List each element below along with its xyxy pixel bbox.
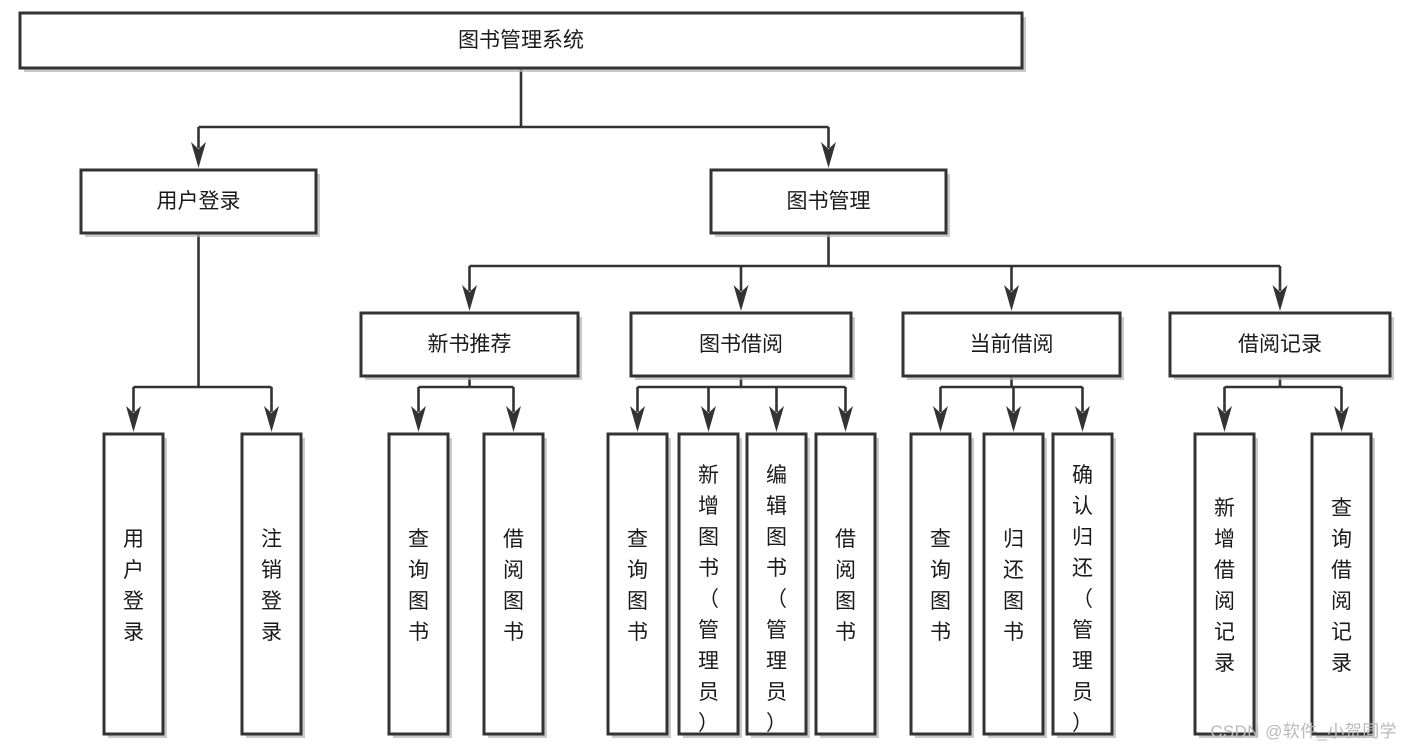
node-leaf-borrow-book-2[interactable]: 借阅图书 bbox=[814, 432, 879, 738]
node-label: 当前借阅 bbox=[970, 333, 1054, 356]
node-rect[interactable] bbox=[482, 432, 545, 736]
node-leaf-edit-book[interactable]: 编辑图书（管理员） bbox=[745, 432, 810, 738]
node-rect[interactable] bbox=[745, 432, 808, 736]
node-label: 注销登录 bbox=[261, 528, 282, 644]
node-leaf-return-book[interactable]: 归还图书 bbox=[982, 432, 1047, 738]
node-leaf-add-book[interactable]: 新增图书（管理员） bbox=[677, 432, 742, 738]
node-label: 查询图书 bbox=[627, 528, 648, 644]
node-rect[interactable] bbox=[909, 432, 972, 736]
node-label: 编辑图书（管理员） bbox=[766, 464, 787, 735]
node-rect[interactable] bbox=[709, 168, 948, 235]
connector-book-manage bbox=[462, 233, 1288, 311]
node-label: 查询图书 bbox=[408, 528, 429, 644]
node-user-login[interactable]: 用户登录 bbox=[79, 168, 320, 237]
arrow-head-icon bbox=[264, 406, 279, 432]
node-label: 新书推荐 bbox=[428, 333, 512, 356]
connector-book-borrow bbox=[630, 376, 853, 432]
node-label: 查询图书 bbox=[930, 528, 951, 644]
connector-user-login bbox=[126, 233, 279, 432]
node-new-book-rec[interactable]: 新书推荐 bbox=[359, 311, 582, 380]
node-rect[interactable] bbox=[677, 432, 740, 736]
arrow-head-icon bbox=[1334, 406, 1349, 432]
node-label: 归还图书 bbox=[1003, 528, 1024, 644]
node-label: 借阅图书 bbox=[835, 528, 856, 644]
arrow-head-icon bbox=[1217, 406, 1232, 432]
arrow-head-icon bbox=[1075, 406, 1090, 432]
node-label: 确认归还（管理员） bbox=[1072, 464, 1093, 735]
node-rect[interactable] bbox=[79, 168, 318, 235]
node-label: 用户登录 bbox=[123, 528, 144, 644]
node-book-borrow[interactable]: 图书借阅 bbox=[629, 311, 855, 380]
node-leaf-query-record[interactable]: 查询借阅记录 bbox=[1310, 432, 1375, 738]
node-rect[interactable] bbox=[901, 311, 1122, 378]
connector-layer bbox=[126, 68, 1349, 432]
arrow-head-icon bbox=[821, 142, 836, 168]
arrow-head-icon bbox=[191, 142, 206, 168]
node-label: 借阅图书 bbox=[503, 528, 524, 644]
node-rect[interactable] bbox=[1168, 311, 1392, 378]
node-rect[interactable] bbox=[240, 432, 303, 736]
node-leaf-query-book-3[interactable]: 查询图书 bbox=[909, 432, 974, 738]
node-rect[interactable] bbox=[1310, 432, 1373, 736]
arrow-head-icon bbox=[411, 406, 426, 432]
node-book-manage[interactable]: 图书管理 bbox=[709, 168, 950, 237]
node-rect[interactable] bbox=[1051, 432, 1114, 736]
node-leaf-query-book-1[interactable]: 查询图书 bbox=[387, 432, 452, 738]
node-label: 查询借阅记录 bbox=[1331, 497, 1352, 675]
arrow-head-icon bbox=[126, 406, 141, 432]
node-leaf-add-record[interactable]: 新增借阅记录 bbox=[1193, 432, 1258, 738]
node-leaf-user-logout[interactable]: 注销登录 bbox=[240, 432, 305, 738]
node-leaf-user-login[interactable]: 用户登录 bbox=[102, 432, 167, 738]
node-leaf-borrow-book-1[interactable]: 借阅图书 bbox=[482, 432, 547, 738]
arrow-head-icon bbox=[733, 285, 749, 311]
watermark-label: CSDN @软件_小贺同学 bbox=[1210, 722, 1397, 741]
node-label: 借阅记录 bbox=[1238, 333, 1322, 356]
node-rect[interactable] bbox=[102, 432, 165, 736]
node-borrow-record[interactable]: 借阅记录 bbox=[1168, 311, 1394, 380]
connector-borrow-record bbox=[1217, 376, 1349, 432]
node-root[interactable]: 图书管理系统 bbox=[18, 11, 1026, 72]
node-rect[interactable] bbox=[629, 311, 853, 378]
node-label: 用户登录 bbox=[157, 190, 241, 213]
arrow-head-icon bbox=[701, 406, 716, 432]
arrow-head-icon bbox=[1006, 406, 1021, 432]
connector-current-borrow bbox=[933, 376, 1090, 432]
arrow-head-icon bbox=[506, 406, 521, 432]
arrow-head-icon bbox=[462, 285, 477, 311]
node-rect[interactable] bbox=[814, 432, 877, 736]
node-leaf-query-book-2[interactable]: 查询图书 bbox=[606, 432, 671, 738]
connector-root bbox=[191, 68, 836, 168]
connector-new-book-rec bbox=[411, 376, 521, 432]
arrow-head-icon bbox=[838, 406, 853, 432]
node-label: 新增借阅记录 bbox=[1214, 497, 1235, 675]
node-leaf-confirm-return[interactable]: 确认归还（管理员） bbox=[1051, 432, 1116, 738]
node-rect[interactable] bbox=[359, 311, 580, 378]
arrow-head-icon bbox=[1272, 285, 1288, 311]
node-rect[interactable] bbox=[18, 11, 1024, 70]
node-rect[interactable] bbox=[982, 432, 1045, 736]
node-layer: 图书管理系统用户登录图书管理新书推荐图书借阅当前借阅借阅记录用户登录注销登录查询… bbox=[18, 11, 1394, 738]
node-label: 图书管理 bbox=[787, 190, 871, 213]
node-current-borrow[interactable]: 当前借阅 bbox=[901, 311, 1124, 380]
arrow-head-icon bbox=[769, 406, 784, 432]
arrow-head-icon bbox=[1004, 285, 1019, 311]
node-rect[interactable] bbox=[606, 432, 669, 736]
node-label: 图书借阅 bbox=[699, 333, 783, 356]
node-rect[interactable] bbox=[1193, 432, 1256, 736]
node-rect[interactable] bbox=[387, 432, 450, 736]
arrow-head-icon bbox=[933, 406, 948, 432]
arrow-head-icon bbox=[630, 406, 645, 432]
node-label: 图书管理系统 bbox=[458, 29, 584, 52]
node-label: 新增图书（管理员） bbox=[698, 464, 719, 735]
